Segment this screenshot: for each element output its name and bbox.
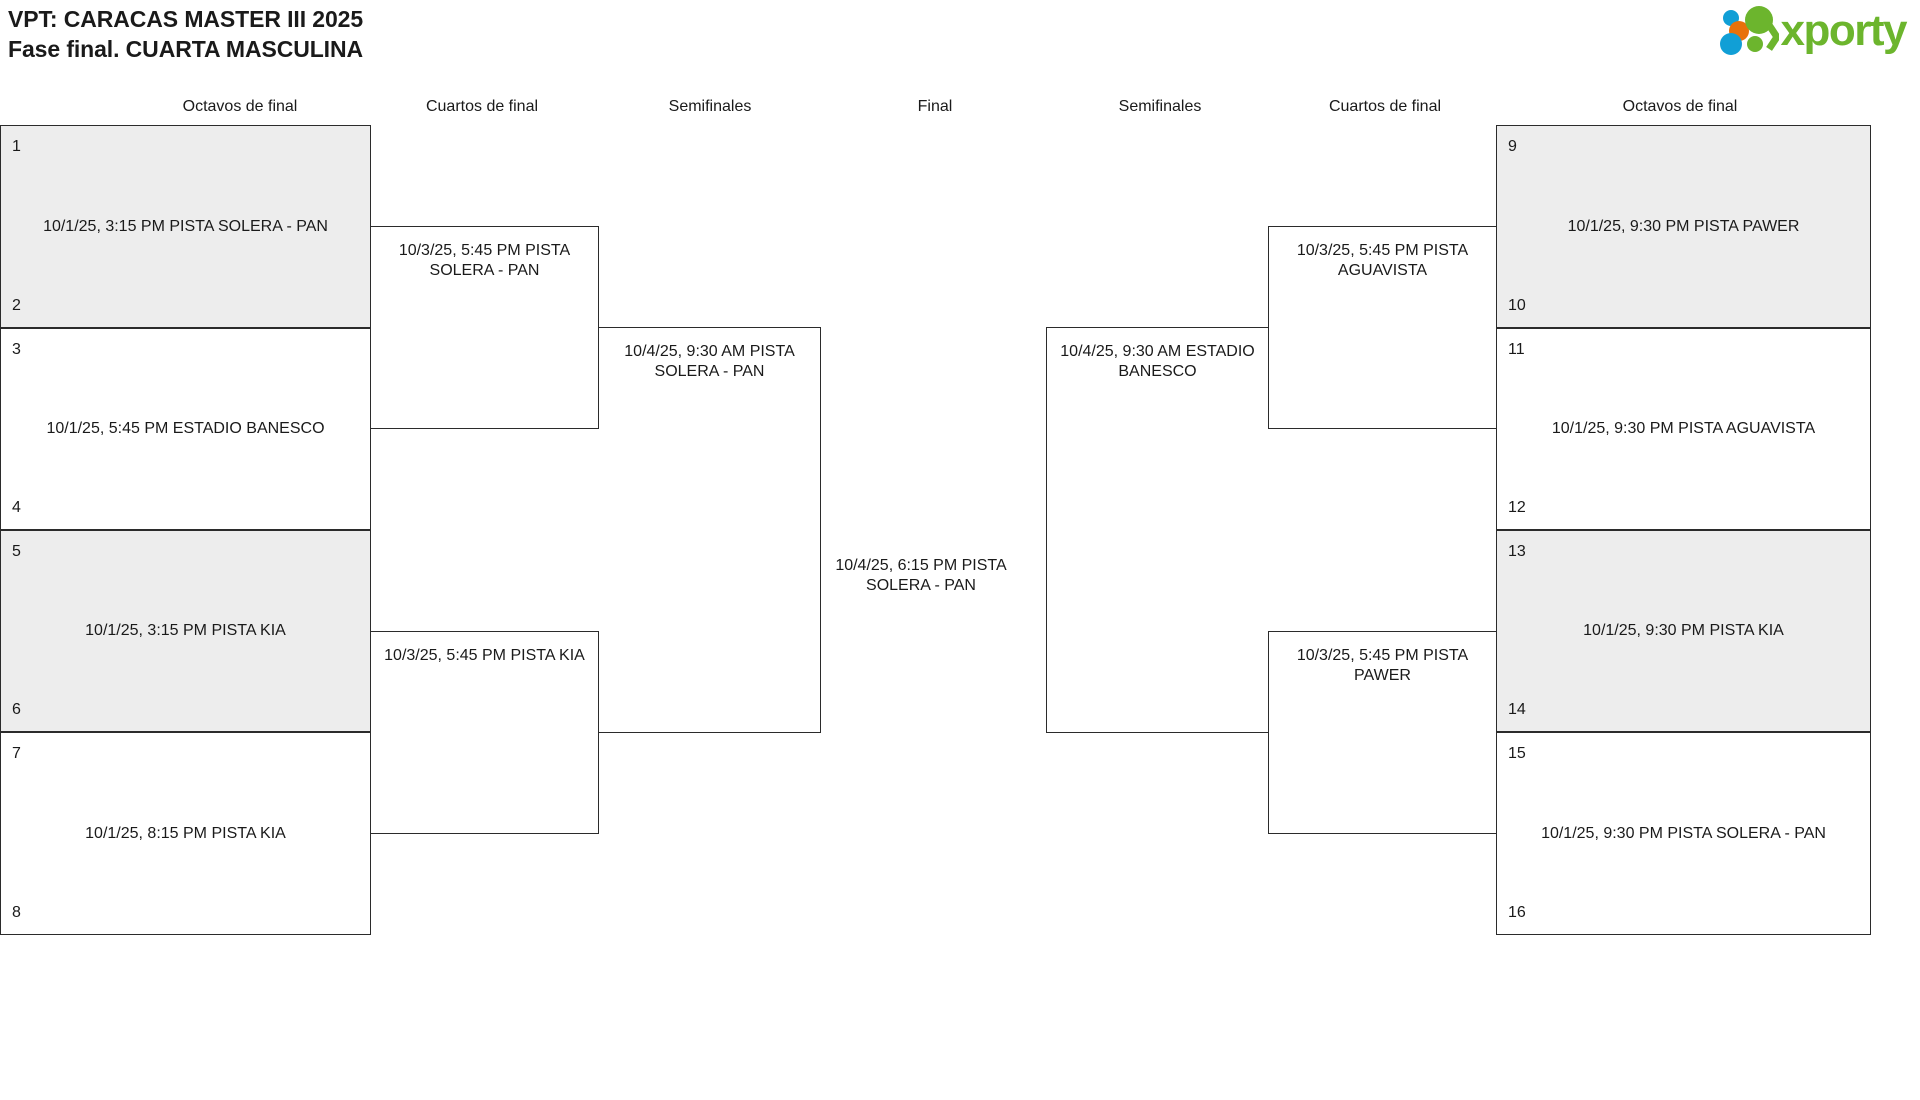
match-box-qf-4[interactable]: 10/3/25, 5:45 PM PISTA PAWER bbox=[1268, 631, 1496, 834]
round-header-left-cuartos: Cuartos de final bbox=[425, 98, 539, 115]
xporty-dots-icon bbox=[1719, 6, 1779, 55]
match-info: 10/3/25, 5:45 PM PISTA SOLERA - PAN bbox=[398, 242, 571, 279]
match-info: 10/4/25, 9:30 AM PISTA SOLERA - PAN bbox=[624, 343, 795, 380]
page-title: VPT: CARACAS MASTER III 2025 Fase final.… bbox=[8, 4, 363, 64]
seed-number: 8 bbox=[12, 904, 21, 921]
match-info: 10/1/25, 8:15 PM PISTA KIA bbox=[85, 824, 286, 842]
round-header-right-semis: Semifinales bbox=[1118, 98, 1202, 115]
seed-number: 1 bbox=[12, 138, 21, 155]
match-info: 10/3/25, 5:45 PM PISTA KIA bbox=[384, 647, 585, 664]
seed-number: 7 bbox=[12, 745, 21, 762]
match-box-qf-2[interactable]: 10/3/25, 5:45 PM PISTA KIA bbox=[371, 631, 599, 834]
match-box-1[interactable]: 1 10/1/25, 3:15 PM PISTA SOLERA - PAN 2 bbox=[0, 125, 371, 328]
round-header-final: Final bbox=[917, 98, 953, 115]
seed-number: 11 bbox=[1508, 341, 1525, 358]
seed-number: 9 bbox=[1508, 138, 1517, 155]
match-info: 10/1/25, 3:15 PM PISTA KIA bbox=[85, 622, 286, 639]
match-info: 10/1/25, 9:30 PM PISTA PAWER bbox=[1567, 217, 1800, 235]
match-box-sf-left[interactable]: 10/4/25, 9:30 AM PISTA SOLERA - PAN bbox=[599, 327, 821, 733]
seed-number: 6 bbox=[12, 701, 21, 718]
seed-number: 5 bbox=[12, 543, 21, 560]
xporty-logo: xporty bbox=[1719, 5, 1908, 57]
round-header-right-cuartos: Cuartos de final bbox=[1328, 98, 1442, 115]
seed-number: 16 bbox=[1508, 904, 1526, 921]
tournament-name: VPT: CARACAS MASTER III 2025 bbox=[8, 6, 364, 32]
match-info: 10/1/25, 9:30 PM PISTA SOLERA - PAN bbox=[1541, 824, 1826, 842]
seed-number: 15 bbox=[1508, 745, 1526, 762]
match-info-final[interactable]: 10/4/25, 6:15 PM PISTA SOLERA - PAN bbox=[835, 557, 1007, 594]
match-box-8[interactable]: 15 10/1/25, 9:30 PM PISTA SOLERA - PAN 1… bbox=[1496, 732, 1871, 935]
xporty-wordmark: xporty bbox=[1780, 6, 1908, 55]
match-box-2[interactable]: 3 10/1/25, 5:45 PM ESTADIO BANESCO 4 bbox=[0, 328, 371, 530]
match-box-7[interactable]: 13 10/1/25, 9:30 PM PISTA KIA 14 bbox=[1496, 530, 1871, 732]
match-box-6[interactable]: 11 10/1/25, 9:30 PM PISTA AGUAVISTA 12 bbox=[1496, 328, 1871, 530]
match-box-sf-right[interactable]: 10/4/25, 9:30 AM ESTADIO BANESCO bbox=[1046, 327, 1268, 733]
match-info: 10/1/25, 5:45 PM ESTADIO BANESCO bbox=[46, 420, 325, 437]
match-info: 10/3/25, 5:45 PM PISTA PAWER bbox=[1296, 647, 1469, 684]
seed-number: 12 bbox=[1508, 499, 1526, 516]
match-box-3[interactable]: 5 10/1/25, 3:15 PM PISTA KIA 6 bbox=[0, 530, 371, 732]
seed-number: 3 bbox=[12, 341, 21, 358]
match-box-5[interactable]: 9 10/1/25, 9:30 PM PISTA PAWER 10 bbox=[1496, 125, 1871, 328]
match-box-4[interactable]: 7 10/1/25, 8:15 PM PISTA KIA 8 bbox=[0, 732, 371, 935]
seed-number: 10 bbox=[1508, 297, 1526, 314]
match-info: 10/1/25, 9:30 PM PISTA KIA bbox=[1583, 622, 1784, 639]
tournament-phase: Fase final. CUARTA MASCULINA bbox=[8, 36, 363, 62]
seed-number: 4 bbox=[12, 499, 21, 516]
round-header-right-octavos: Octavos de final bbox=[1622, 98, 1738, 115]
match-info: 10/1/25, 9:30 PM PISTA AGUAVISTA bbox=[1551, 420, 1816, 437]
match-info: 10/3/25, 5:45 PM PISTA AGUAVISTA bbox=[1296, 242, 1469, 279]
seed-number: 2 bbox=[12, 297, 21, 314]
match-info: 10/4/25, 9:30 AM ESTADIO BANESCO bbox=[1060, 343, 1255, 380]
match-box-qf-1[interactable]: 10/3/25, 5:45 PM PISTA SOLERA - PAN bbox=[371, 226, 599, 429]
seed-number: 14 bbox=[1508, 701, 1526, 718]
match-box-qf-3[interactable]: 10/3/25, 5:45 PM PISTA AGUAVISTA bbox=[1268, 226, 1496, 429]
round-header-left-semis: Semifinales bbox=[668, 98, 752, 115]
match-info: 10/1/25, 3:15 PM PISTA SOLERA - PAN bbox=[43, 217, 328, 235]
seed-number: 13 bbox=[1508, 543, 1526, 560]
round-header-left-octavos: Octavos de final bbox=[182, 98, 298, 115]
